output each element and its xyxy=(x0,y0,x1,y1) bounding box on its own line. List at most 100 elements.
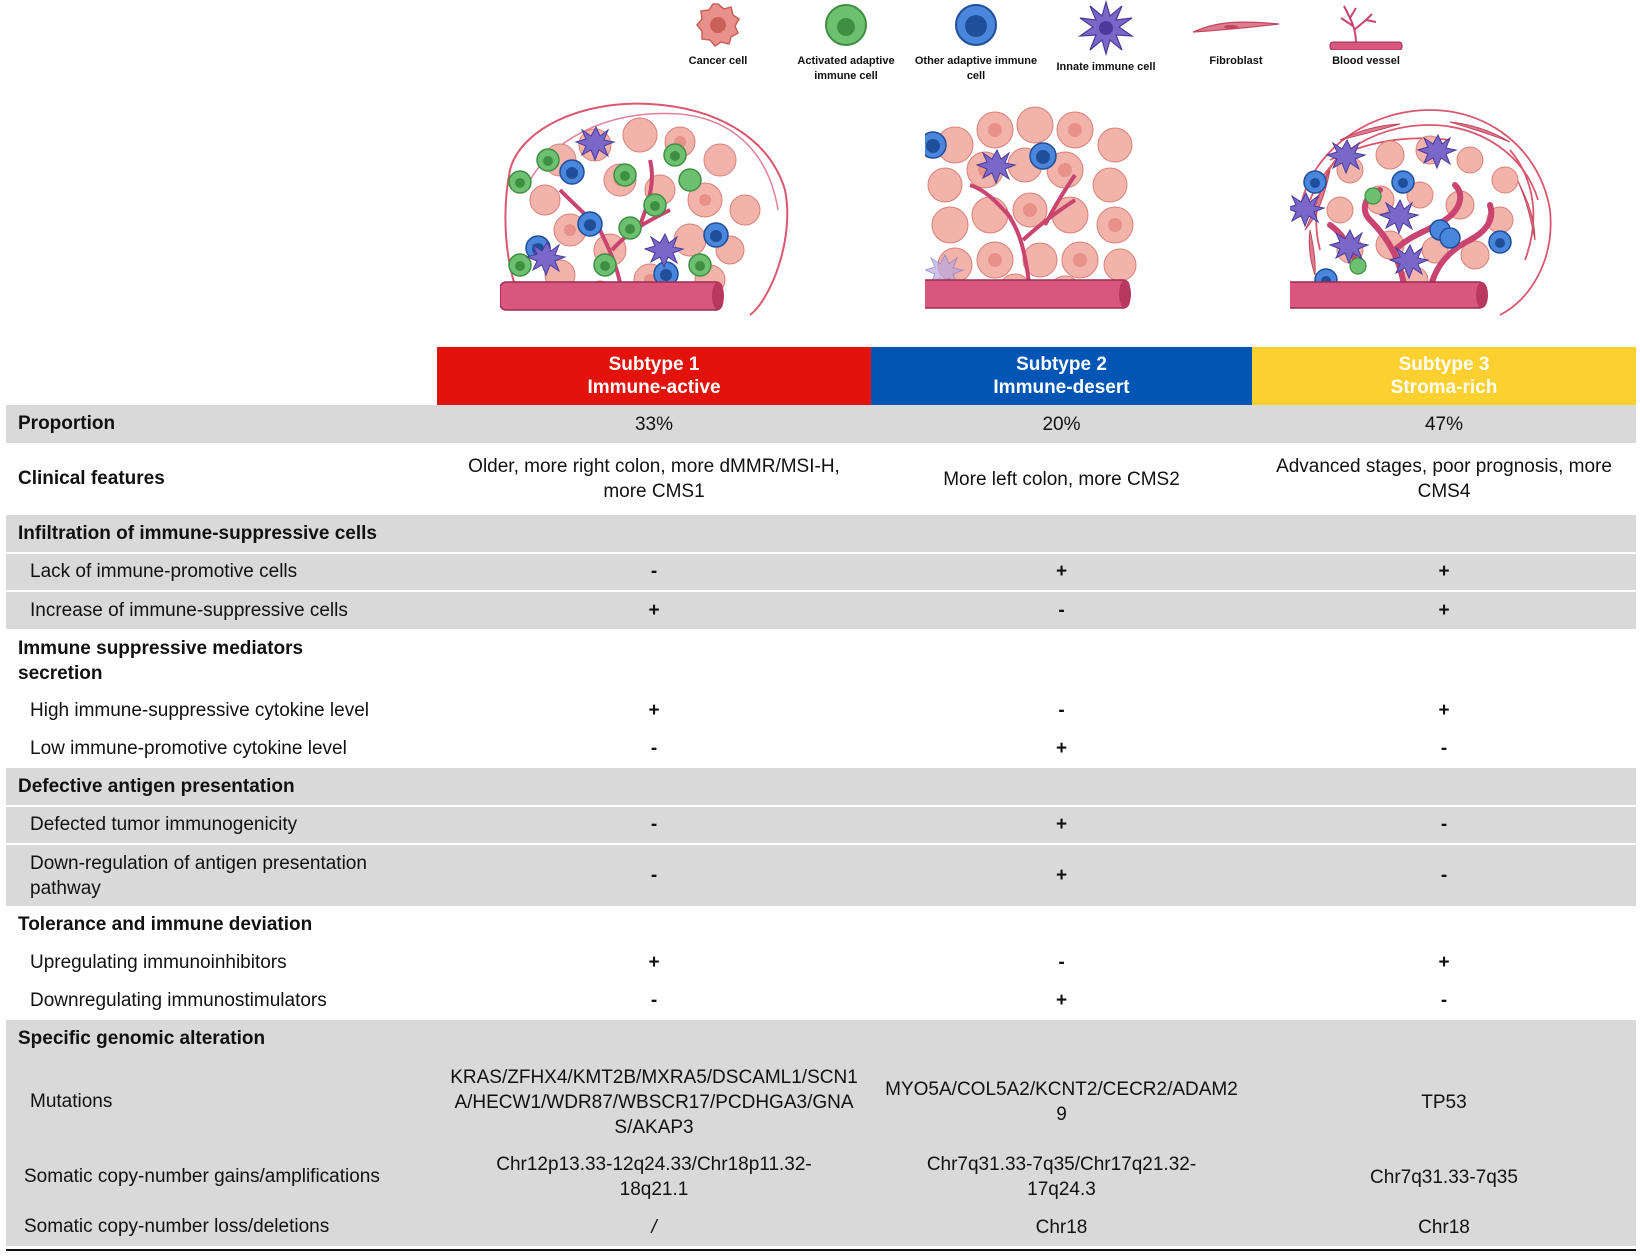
legend-label: Innate immune cell xyxy=(1056,61,1156,73)
table-row-downreg-antigen: Down-regulation of antigen presentation … xyxy=(6,844,1636,906)
table-cell: - xyxy=(871,591,1252,629)
table-cell: More left colon, more CMS2 xyxy=(943,468,1180,490)
table-cell: + xyxy=(1438,952,1450,973)
subtype-2-desc: Immune-desert xyxy=(993,377,1130,398)
table-cell: KRAS/ZFHX4/KMT2B/MXRA5/DSCAML1/SCN1A/HEC… xyxy=(437,1058,871,1146)
table-cell: - xyxy=(1058,952,1065,973)
row-label: Upregulating immunoinhibitors xyxy=(30,952,287,973)
table-row-downreg-stim: Downregulating immunostimulators - + - xyxy=(6,982,1636,1020)
legend-label: Cancer cell xyxy=(688,55,748,67)
table-cell: Chr7q31.33-7q35/Chr17q21.32-17q24.3 xyxy=(871,1146,1252,1208)
legend-label: Fibroblast xyxy=(1209,55,1263,67)
table-cell: - xyxy=(1252,806,1636,844)
section-label: Defective antigen presentation xyxy=(6,768,1636,806)
table-cell: + xyxy=(871,844,1252,906)
row-label: Clinical features xyxy=(18,468,165,489)
legend-label: Blood vessel xyxy=(1332,55,1400,67)
subtype-2-illustration xyxy=(925,106,1137,309)
subtype-3-desc: Stroma-rich xyxy=(1390,377,1498,398)
table-cell: - xyxy=(1252,844,1636,906)
row-label: Increase of immune-suppressive cells xyxy=(6,591,437,629)
table-cell: - xyxy=(437,844,871,906)
table-cell: + xyxy=(871,553,1252,591)
row-label: Mutations xyxy=(6,1058,437,1146)
table-row-lack-promotive: Lack of immune-promotive cells - + + xyxy=(6,553,1636,591)
legend-item-activated: Activated adaptive immune cell xyxy=(776,0,916,84)
row-label: Defected tumor immunogenicity xyxy=(6,806,437,844)
section-row-antigen: Defective antigen presentation xyxy=(6,768,1636,806)
subtype-3-illustration xyxy=(1290,109,1552,316)
table-row-losses: Somatic copy-number loss/deletions / Chr… xyxy=(6,1208,1636,1246)
other-adaptive-immune-cell-icon xyxy=(955,4,997,46)
fibroblast-icon xyxy=(1192,21,1280,33)
section-row-genomic: Specific genomic alteration xyxy=(6,1020,1636,1058)
table-cell: Chr18 xyxy=(871,1208,1252,1246)
table-row-high-cytokine: High immune-suppressive cytokine level +… xyxy=(6,692,1636,730)
section-row-infiltration: Infiltration of immune-suppressive cells xyxy=(6,515,1636,553)
legend-item-cancer-cell: Cancer cell xyxy=(648,0,788,69)
legend-label: Other adaptive immune cell xyxy=(914,55,1038,82)
subtype-2-name: Subtype 2 xyxy=(1016,354,1107,375)
cancer-cell-icon xyxy=(696,3,740,47)
table-cell: - xyxy=(437,553,871,591)
table-row-mutations: Mutations KRAS/ZFHX4/KMT2B/MXRA5/DSCAML1… xyxy=(6,1058,1636,1146)
section-row-tolerance: Tolerance and immune deviation xyxy=(6,906,1636,944)
subtype-1-desc: Immune-active xyxy=(587,377,721,398)
table-cell: Chr12p13.33-12q24.33/Chr18p11.32-18q21.1 xyxy=(437,1146,871,1208)
table-cell: - xyxy=(650,990,658,1011)
table-cell: + xyxy=(437,591,871,629)
activated-adaptive-immune-cell-icon xyxy=(825,4,867,46)
table-cell: + xyxy=(648,700,660,721)
row-label: Downregulating immunostimulators xyxy=(30,990,327,1011)
table-row-low-cytokine: Low immune-promotive cytokine level - + … xyxy=(6,730,1636,768)
table-cell: + xyxy=(1252,553,1636,591)
table-cell: 47% xyxy=(1252,405,1636,443)
table-cell: + xyxy=(1055,990,1068,1011)
subtype-3-name: Subtype 3 xyxy=(1398,354,1490,375)
header-empty-cell xyxy=(6,347,437,405)
table-cell: MYO5A/COL5A2/KCNT2/CECR2/ADAM29 xyxy=(871,1058,1252,1146)
section-label: Tolerance and immune deviation xyxy=(18,914,313,935)
table-cell: 33% xyxy=(437,405,871,443)
bottom-rule xyxy=(6,1249,1636,1251)
table-cell: TP53 xyxy=(1252,1058,1636,1146)
legend: Cancer cell Activated adaptive immune ce… xyxy=(0,0,1640,100)
table-cell: - xyxy=(1440,738,1448,759)
table-cell: + xyxy=(1252,591,1636,629)
table-cell: - xyxy=(650,738,658,759)
table-row-upreg-inhib: Upregulating immunoinhibitors + - + xyxy=(6,944,1636,982)
table-cell: / xyxy=(437,1208,871,1246)
table-row-gains: Somatic copy-number gains/amplifications… xyxy=(6,1146,1636,1208)
innate-immune-cell-icon xyxy=(1078,0,1134,56)
subtype-1-illustration xyxy=(500,102,789,316)
table-cell: Advanced stages, poor prognosis, more CM… xyxy=(1276,456,1612,502)
section-label: Specific genomic alteration xyxy=(6,1020,1636,1058)
row-label: Somatic copy-number loss/deletions xyxy=(6,1208,437,1246)
empty-cell xyxy=(437,629,1636,692)
table-cell: Chr18 xyxy=(1252,1208,1636,1246)
table-row-increase-suppressive: Increase of immune-suppressive cells + -… xyxy=(6,591,1636,629)
table-cell: Older, more right colon, more dMMR/MSI-H… xyxy=(468,456,840,502)
blood-vessel-icon xyxy=(1329,5,1403,50)
legend-item-other-adaptive: Other adaptive immune cell xyxy=(906,0,1046,84)
table-cell: + xyxy=(1055,738,1068,759)
table-cell: + xyxy=(871,806,1252,844)
row-label: Somatic copy-number gains/amplifications xyxy=(6,1146,437,1208)
table-row-clinical: Clinical features Older, more right colo… xyxy=(6,443,1636,515)
table-row-immunogenicity: Defected tumor immunogenicity - + - xyxy=(6,806,1636,844)
legend-item-fibroblast: Fibroblast xyxy=(1166,0,1306,69)
table-cell: - xyxy=(1440,990,1448,1011)
legend-label: Activated adaptive immune cell xyxy=(797,55,895,82)
table-cell: - xyxy=(437,806,871,844)
row-label: Lack of immune-promotive cells xyxy=(6,553,437,591)
section-row-mediators: Immune suppressive mediators secretion xyxy=(6,629,1636,692)
table-cell: Chr7q31.33-7q35 xyxy=(1252,1146,1636,1208)
row-label: Down-regulation of antigen presentation … xyxy=(6,844,437,906)
table-cell: 20% xyxy=(871,405,1252,443)
legend-item-blood-vessel: Blood vessel xyxy=(1296,0,1436,69)
